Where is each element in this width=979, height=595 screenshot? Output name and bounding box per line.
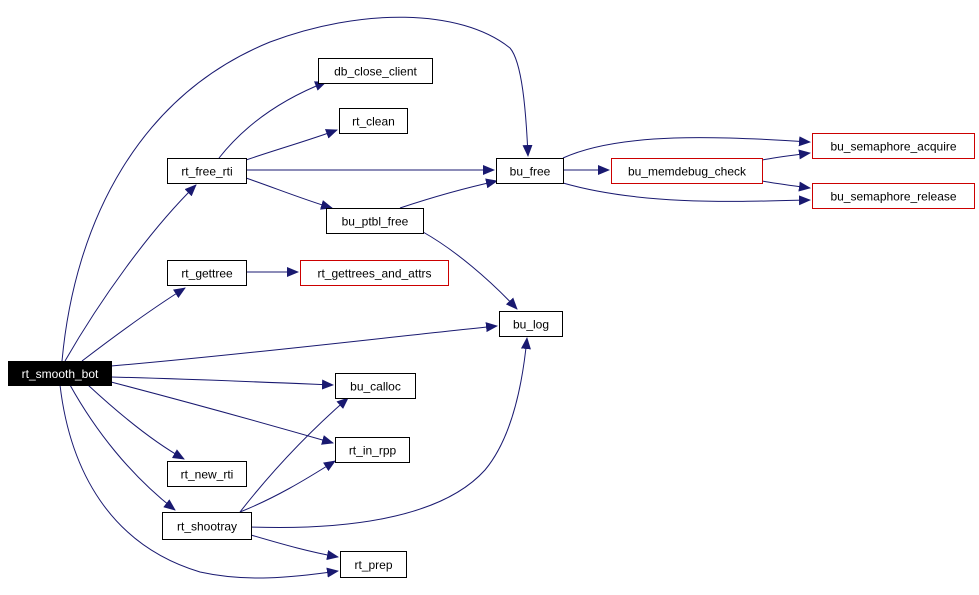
- edge-rt-smooth-bot-to-rt-prep: [59, 384, 339, 579]
- edge-bu-free-to-bu-semaphore-acquire: [562, 136, 811, 159]
- node-box: [300, 260, 449, 286]
- edge-rt-shootray-to-bu-log: [250, 337, 531, 528]
- edges-layer: [59, 16, 811, 579]
- node-db-close-client[interactable]: db_close_client: [318, 58, 433, 84]
- edge-rt-smooth-bot-to-bu-free: [61, 16, 533, 362]
- edge-rt-shootray-to-rt-in-rpp: [239, 460, 336, 513]
- node-label: rt_new_rti: [181, 468, 234, 482]
- edge-rt-smooth-bot-to-rt-new-rti: [87, 384, 185, 460]
- node-box: [335, 437, 410, 463]
- edge-bu-memdebug-check-to-bu-semaphore-release: [761, 180, 811, 192]
- node-label: rt_clean: [352, 115, 395, 129]
- node-bu-log[interactable]: bu_log: [499, 311, 563, 337]
- node-rt-new-rti[interactable]: rt_new_rti: [167, 461, 247, 487]
- nodes-layer: rt_smooth_bot db_close_client rt_clean rt_f…: [8, 58, 975, 578]
- node-label: rt_free_rti: [181, 165, 232, 179]
- node-label: rt_shootray: [177, 520, 237, 534]
- node-box: [167, 158, 247, 184]
- node-bu-calloc[interactable]: bu_calloc: [335, 373, 416, 399]
- edge-rt-shootray-to-bu-calloc: [239, 397, 349, 513]
- edge-bu-memdebug-check-to-bu-semaphore-acquire: [761, 149, 811, 161]
- node-box: [8, 361, 112, 386]
- edge-rt-smooth-bot-to-bu-log: [110, 322, 498, 367]
- edge-rt-free-rti-to-rt-clean: [245, 129, 338, 161]
- node-box: [812, 183, 975, 209]
- node-label: bu_free: [510, 165, 551, 179]
- node-box: [496, 158, 564, 184]
- edge-rt-smooth-bot-to-bu-calloc: [110, 376, 334, 390]
- edge-rt-smooth-bot-to-rt-in-rpp: [110, 381, 334, 445]
- node-box: [611, 158, 763, 184]
- node-label: bu_memdebug_check: [628, 165, 747, 179]
- node-label: bu_calloc: [350, 380, 401, 394]
- node-box: [318, 58, 433, 84]
- edge-bu-free-to-bu-semaphore-release: [562, 182, 811, 206]
- node-box: [326, 208, 424, 234]
- node-box: [812, 133, 975, 159]
- node-rt-shootray[interactable]: rt_shootray: [162, 512, 252, 540]
- node-label: rt_prep: [354, 558, 392, 572]
- node-box: [499, 311, 563, 337]
- edge-rt-smooth-bot-to-rt-shootray: [69, 384, 176, 511]
- node-label: bu_semaphore_release: [830, 190, 956, 204]
- node-bu-memdebug-check[interactable]: bu_memdebug_check: [611, 158, 763, 184]
- node-box: [162, 512, 252, 540]
- node-bu-semaphore-acquire[interactable]: bu_semaphore_acquire: [812, 133, 975, 159]
- edge-rt-shootray-to-rt-prep: [250, 534, 339, 560]
- node-box: [167, 461, 247, 487]
- node-label: rt_in_rpp: [349, 444, 397, 458]
- node-rt-smooth-bot: rt_smooth_bot: [8, 361, 112, 386]
- node-box: [167, 260, 247, 286]
- node-label: rt_gettree: [181, 267, 233, 281]
- node-rt-prep[interactable]: rt_prep: [340, 551, 407, 578]
- node-rt-gettree[interactable]: rt_gettree: [167, 260, 247, 286]
- node-rt-clean[interactable]: rt_clean: [339, 108, 408, 134]
- edge-rt-free-rti-to-bu-ptbl-free: [245, 177, 333, 210]
- node-label: bu_log: [513, 318, 549, 332]
- edge-rt-free-rti-to-db-close-client: [218, 81, 327, 159]
- node-label: rt_smooth_bot: [22, 367, 99, 381]
- node-label: rt_gettrees_and_attrs: [317, 267, 431, 281]
- node-bu-semaphore-release[interactable]: bu_semaphore_release: [812, 183, 975, 209]
- node-bu-ptbl-free[interactable]: bu_ptbl_free: [326, 208, 424, 234]
- node-rt-gettrees-and-attrs[interactable]: rt_gettrees_and_attrs: [300, 260, 449, 286]
- edge-rt-smooth-bot-to-rt-gettree: [81, 287, 186, 362]
- node-rt-in-rpp[interactable]: rt_in_rpp: [335, 437, 410, 463]
- edge-rt-smooth-bot-to-rt-free-rti: [64, 184, 197, 362]
- edge-bu-ptbl-free-to-bu-log: [422, 231, 518, 310]
- node-bu-free[interactable]: bu_free: [496, 158, 564, 184]
- node-box: [340, 551, 407, 578]
- node-box: [339, 108, 408, 134]
- node-rt-free-rti[interactable]: rt_free_rti: [167, 158, 247, 184]
- node-box: [335, 373, 416, 399]
- node-label: bu_semaphore_acquire: [830, 140, 956, 154]
- node-label: db_close_client: [334, 65, 417, 79]
- edge-bu-ptbl-free-to-bu-free: [399, 178, 498, 209]
- node-label: bu_ptbl_free: [342, 215, 409, 229]
